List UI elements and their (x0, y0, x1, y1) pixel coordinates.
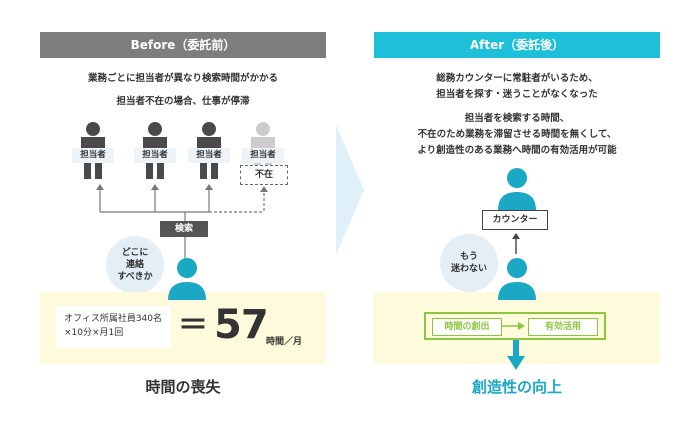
teal-person-icon (168, 258, 206, 300)
after-line-2: 担当者を探す・迷うことがなくなった (436, 89, 598, 100)
lost-hours-unit: 時間／月 (266, 337, 303, 347)
after-result: 創造性の向上 (471, 378, 562, 396)
bubble-line: 連絡 (125, 260, 144, 270)
before-teal-person (166, 256, 208, 304)
green-right-arrow (502, 322, 525, 330)
after-line-5: より創造性のある業務へ時間の有効活用が可能 (417, 145, 617, 156)
equals-sign: ＝ (178, 308, 208, 343)
center-arrow (336, 125, 364, 255)
bubble-line: どこに (121, 248, 149, 258)
after-line-1: 総務カウンターに常駐者がいるため、 (436, 73, 598, 84)
calc-line-1: オフィス所属社員340名 (64, 314, 162, 324)
before-line-2: 担当者不在の場合、仕事が停滞 (116, 96, 250, 107)
after-teal-person (496, 256, 538, 304)
lost-hours-value: 57 (214, 302, 269, 348)
time-creation-box: 時間の創出 (432, 318, 502, 336)
before-header: Before（委託前） (40, 32, 326, 58)
after-down-arrow (507, 340, 525, 370)
after-up-arrow (512, 233, 520, 254)
after-bubble: もう 迷わない (440, 234, 498, 292)
before-person-label-3: 担当者 (188, 148, 230, 163)
teal-person-icon (498, 168, 536, 210)
before-result: 時間の喪失 (145, 378, 221, 396)
counter-person (496, 166, 538, 214)
before-line-1: 業務ごとに担当者が異なり検索時間がかかる (87, 73, 278, 84)
after-header: After（委託後） (374, 32, 660, 58)
absent-box: 不在 (240, 165, 288, 185)
after-line-4: 不在のため業務を滞留させる時間を無くして、 (417, 129, 617, 140)
bubble-line: もう (460, 252, 478, 262)
before-person-label-2: 担当者 (134, 148, 176, 163)
calc-line-2: ×10分×月1回 (64, 328, 124, 338)
counter-box: カウンター (482, 210, 548, 230)
effective-use-box: 有効活用 (528, 318, 598, 336)
search-box: 検索 (160, 221, 208, 237)
before-bubble: どこに 連絡 すべきか (106, 236, 164, 294)
calc-box: オフィス所属社員340名 ×10分×月1回 (56, 306, 171, 348)
after-line-3: 担当者を検索する時間、 (464, 113, 570, 124)
green-frame (424, 312, 606, 340)
before-person-label-1: 担当者 (72, 148, 114, 163)
bubble-line: 迷わない (450, 264, 487, 274)
teal-person-icon (498, 258, 536, 300)
bubble-line: すべきか (117, 272, 153, 282)
before-person-label-4: 担当者 (242, 148, 284, 163)
